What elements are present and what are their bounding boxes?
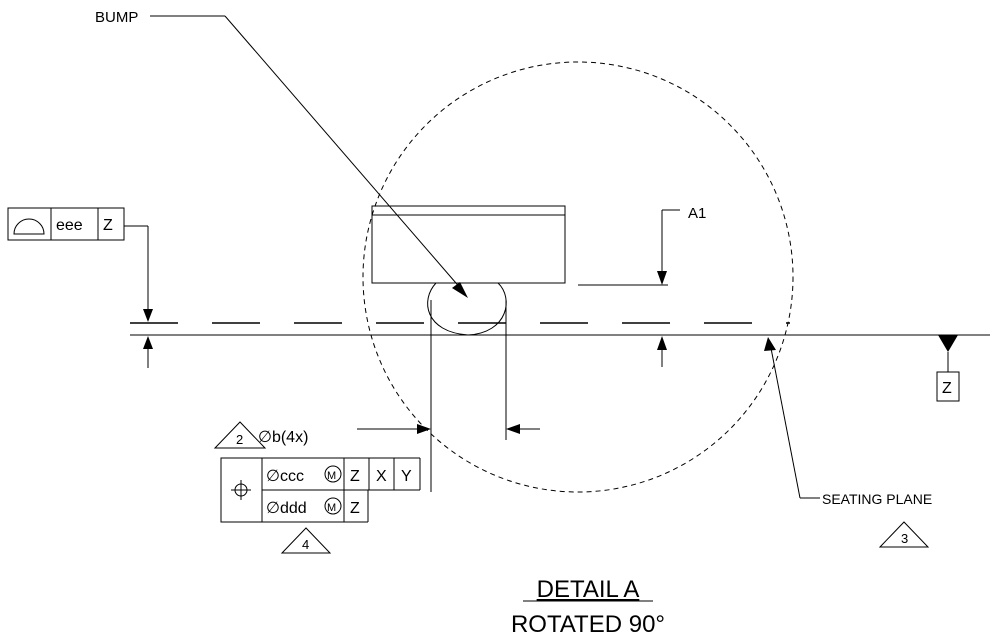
profile-fcf-datum: Z bbox=[103, 217, 113, 234]
profile-fcf-frame bbox=[7, 207, 125, 241]
surface-profile-icon bbox=[13, 218, 45, 235]
position-fcf-row2-modifier: M bbox=[327, 502, 336, 514]
position-fcf-row1-datum-3: Y bbox=[401, 468, 412, 485]
datum-z-triangle bbox=[938, 335, 958, 352]
package-body bbox=[371, 205, 566, 284]
solder-bump bbox=[427, 282, 507, 336]
ball-diameter-arrowhead-right bbox=[506, 424, 520, 434]
note-2-number: 2 bbox=[236, 432, 243, 447]
detail-title: DETAIL A bbox=[537, 576, 640, 603]
seating-plane-label: SEATING PLANE bbox=[822, 491, 932, 507]
profile-arrowhead-up bbox=[143, 336, 153, 349]
ball-diameter-label: ∅b(4x) bbox=[258, 429, 308, 446]
position-fcf-row1-modifier-circle bbox=[324, 465, 342, 483]
a1-arrowhead-up bbox=[657, 336, 667, 350]
position-fcf-row2-modifier-circle bbox=[324, 497, 342, 515]
position-fcf-row1-tolerance: ∅ccc bbox=[266, 468, 304, 485]
position-fcf-row1-modifier: M bbox=[327, 470, 336, 482]
note-4-triangle bbox=[280, 527, 332, 554]
a1-arrowhead-down bbox=[657, 271, 667, 285]
note-3-number: 3 bbox=[901, 531, 908, 546]
note-3-triangle bbox=[878, 521, 930, 548]
position-fcf-row2-datum-1: Z bbox=[350, 500, 360, 517]
datum-z-box bbox=[936, 371, 960, 402]
bump-leader-arrowhead bbox=[452, 282, 468, 298]
position-fcf-row1-datum-1: Z bbox=[350, 468, 360, 485]
bump-leader-diagonal bbox=[224, 15, 463, 291]
a1-label: A1 bbox=[688, 205, 706, 222]
position-fcf-row1-datum-2: X bbox=[376, 468, 387, 485]
note-2-triangle bbox=[213, 421, 267, 449]
detail-subtitle: ROTATED 90° bbox=[511, 611, 665, 638]
profile-fcf-tolerance: eee bbox=[56, 217, 83, 234]
position-fcf-row2-tolerance: ∅ddd bbox=[266, 500, 307, 517]
datum-z-letter: Z bbox=[942, 380, 952, 397]
detail-boundary-circle bbox=[362, 61, 794, 493]
profile-arrowhead-down bbox=[143, 309, 153, 322]
note-4-number: 4 bbox=[302, 537, 309, 552]
ball-diameter-arrowhead-left bbox=[417, 424, 431, 434]
bump-label: BUMP bbox=[95, 9, 138, 26]
seating-plane-leader bbox=[769, 342, 801, 499]
